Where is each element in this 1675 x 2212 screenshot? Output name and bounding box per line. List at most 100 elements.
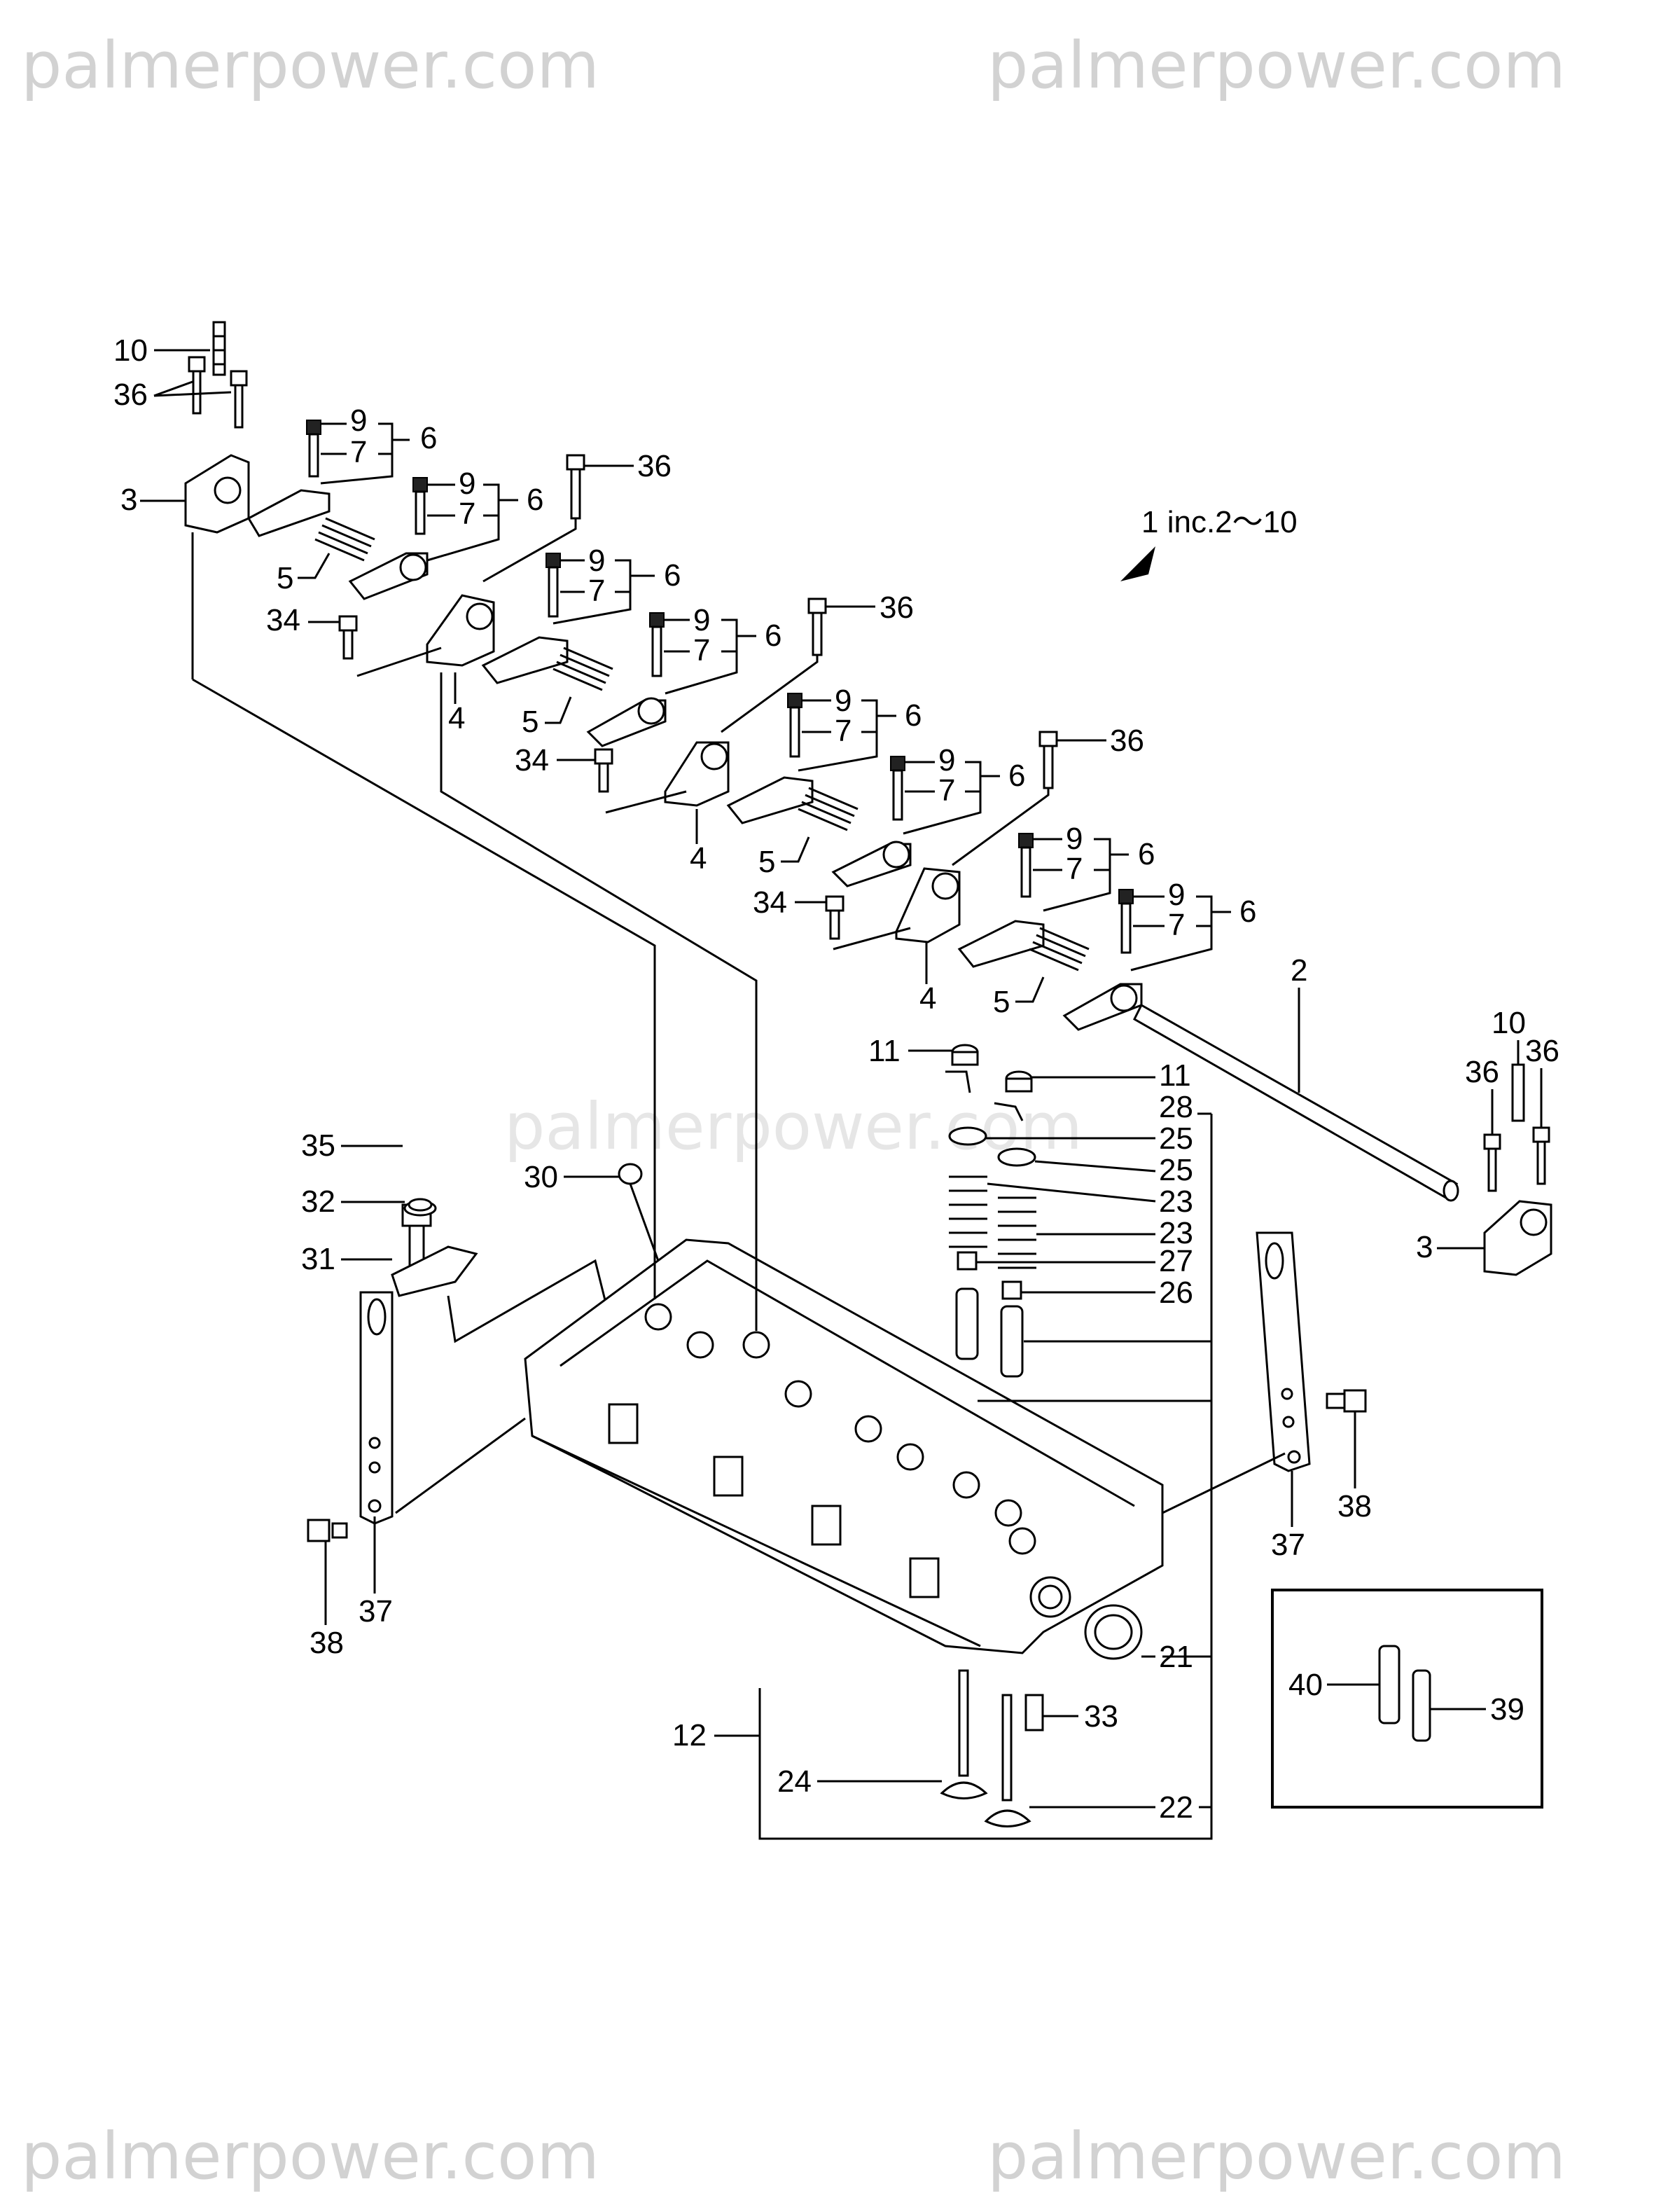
label-7-f: 7 bbox=[938, 773, 955, 808]
engine-hanger-right bbox=[1162, 1231, 1367, 1514]
cylinder-head bbox=[524, 1238, 1164, 1654]
rocker-support-left bbox=[184, 454, 250, 679]
rocker-support-4-b bbox=[594, 597, 827, 814]
label-21: 21 bbox=[1159, 1640, 1193, 1674]
label-5-d: 5 bbox=[993, 985, 1010, 1019]
label-37-right: 37 bbox=[1271, 1528, 1305, 1562]
label-9-g: 9 bbox=[1066, 822, 1083, 856]
label-11-left: 11 bbox=[868, 1034, 901, 1068]
label-9-b: 9 bbox=[459, 466, 475, 501]
label-6-a: 6 bbox=[420, 421, 437, 455]
label-34-a: 34 bbox=[266, 603, 300, 637]
label-36-left: 36 bbox=[113, 378, 148, 412]
label-32: 32 bbox=[301, 1184, 335, 1219]
label-5-a: 5 bbox=[277, 561, 293, 595]
label-34-b: 34 bbox=[515, 743, 549, 777]
watermark-top-left: palmerpower.com bbox=[21, 28, 599, 103]
label-25-b: 25 bbox=[1159, 1153, 1193, 1187]
label-23-b: 23 bbox=[1159, 1216, 1193, 1250]
rocker-support-right bbox=[1483, 1063, 1552, 1276]
label-7-g: 7 bbox=[1066, 852, 1083, 886]
label-9-c: 9 bbox=[588, 544, 605, 578]
label-3-left: 3 bbox=[120, 483, 137, 517]
label-9-h: 9 bbox=[1168, 878, 1185, 912]
label-4-c: 4 bbox=[919, 981, 936, 1016]
valve-spring-retainers bbox=[948, 1126, 1036, 1167]
label-6-e: 6 bbox=[905, 698, 922, 733]
label-38-right: 38 bbox=[1337, 1489, 1372, 1523]
label-6-d: 6 bbox=[765, 618, 781, 653]
rocker-shaft bbox=[1133, 1003, 1459, 1202]
label-7-b: 7 bbox=[459, 497, 475, 531]
watermark-top-right: palmerpower.com bbox=[987, 28, 1566, 103]
valve-springs bbox=[949, 1175, 1036, 1269]
rocker-arm-group-3 bbox=[726, 693, 912, 887]
label-36-right-a: 36 bbox=[1465, 1055, 1499, 1089]
label-24: 24 bbox=[777, 1764, 812, 1799]
label-34-c: 34 bbox=[753, 885, 787, 920]
label-4-b: 4 bbox=[690, 841, 707, 876]
label-7-e: 7 bbox=[835, 714, 852, 748]
label-22: 22 bbox=[1159, 1790, 1193, 1825]
valve-cotter-and-caps bbox=[945, 1044, 1033, 1121]
valve-guides bbox=[955, 1287, 1024, 1378]
label-2: 2 bbox=[1291, 953, 1307, 988]
label-5-b: 5 bbox=[522, 705, 538, 739]
label-12: 12 bbox=[672, 1718, 707, 1753]
label-25-a: 25 bbox=[1159, 1121, 1193, 1156]
label-40: 40 bbox=[1288, 1668, 1323, 1702]
label-31: 31 bbox=[301, 1242, 335, 1276]
label-30: 30 bbox=[524, 1160, 558, 1194]
label-3-right: 3 bbox=[1416, 1230, 1433, 1264]
exhaust-valve-22 bbox=[984, 1694, 1031, 1827]
seal-21 bbox=[1084, 1604, 1143, 1660]
rocker-arm-group-1 bbox=[246, 420, 429, 600]
label-7-h: 7 bbox=[1168, 908, 1185, 942]
label-36-right-b: 36 bbox=[1525, 1034, 1559, 1068]
label-35: 35 bbox=[301, 1128, 335, 1163]
label-10-left: 10 bbox=[113, 333, 148, 368]
watermark-center: palmerpower.com bbox=[504, 1089, 1083, 1164]
label-9-d: 9 bbox=[693, 603, 710, 637]
label-10-right: 10 bbox=[1492, 1006, 1526, 1040]
flange-bolt-icon bbox=[188, 356, 248, 429]
label-36-a: 36 bbox=[637, 449, 672, 483]
label-4-a: 4 bbox=[448, 701, 465, 735]
valve-stem-seals bbox=[957, 1251, 1022, 1300]
label-28: 28 bbox=[1159, 1090, 1193, 1124]
stud-bolt-icon bbox=[212, 321, 226, 376]
inset-box bbox=[1271, 1589, 1543, 1809]
rocker-arm-group-4 bbox=[957, 833, 1143, 1031]
label-23-a: 23 bbox=[1159, 1184, 1193, 1219]
label-39: 39 bbox=[1490, 1692, 1524, 1727]
label-9-f: 9 bbox=[938, 743, 955, 777]
label-6-g: 6 bbox=[1138, 837, 1155, 871]
label-6-h: 6 bbox=[1239, 894, 1256, 929]
callout-labels: 10 36 3 9 7 6 9 7 6 36 5 34 4 9 7 bbox=[113, 333, 1559, 1825]
assembly-note: 1 inc.2〜10 bbox=[1141, 505, 1298, 539]
label-7-a: 7 bbox=[350, 435, 367, 469]
dowel-pin-33 bbox=[1024, 1694, 1044, 1731]
intake-valve-24 bbox=[940, 1669, 988, 1799]
watermark-bottom-left: palmerpower.com bbox=[21, 2119, 599, 2194]
label-9-e: 9 bbox=[835, 684, 852, 718]
plug-30 bbox=[618, 1163, 660, 1261]
label-6-b: 6 bbox=[527, 483, 543, 517]
label-37-left: 37 bbox=[359, 1594, 393, 1629]
label-33: 33 bbox=[1084, 1699, 1118, 1734]
label-6-c: 6 bbox=[664, 558, 681, 593]
rocker-support-4-c bbox=[825, 731, 1058, 951]
label-38-left: 38 bbox=[310, 1626, 344, 1660]
label-26: 26 bbox=[1159, 1276, 1193, 1310]
label-36-b: 36 bbox=[880, 590, 914, 625]
label-9-a: 9 bbox=[350, 403, 367, 438]
label-11-right: 11 bbox=[1159, 1058, 1191, 1093]
label-36-c: 36 bbox=[1110, 724, 1144, 758]
label-6-f: 6 bbox=[1008, 759, 1025, 793]
engine-hanger-left bbox=[307, 1291, 526, 1542]
watermark-bottom-right: palmerpower.com bbox=[987, 2119, 1566, 2194]
assembly-arrow-icon bbox=[1120, 546, 1155, 581]
label-7-c: 7 bbox=[588, 574, 605, 608]
label-27: 27 bbox=[1159, 1244, 1193, 1278]
